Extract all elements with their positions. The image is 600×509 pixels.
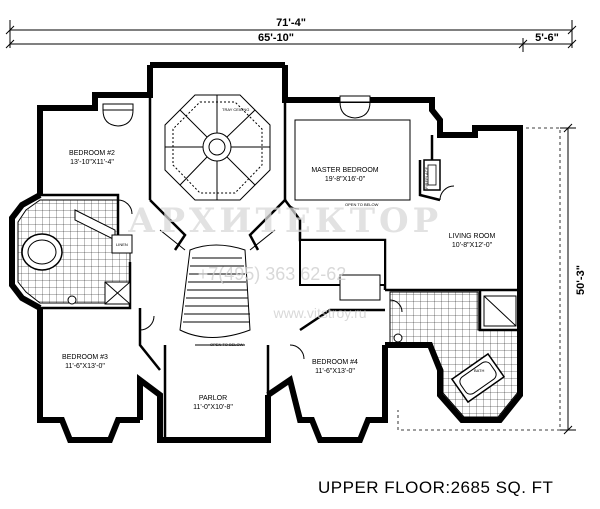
main-width-label: 65'-10" [258, 32, 294, 44]
left-bathroom [17, 199, 133, 305]
open-to-below-right-label: OPEN TO BELOW [345, 202, 379, 207]
overall-width-label: 71'-4" [276, 17, 306, 29]
floor-area: 2685 SQ. FT [450, 478, 554, 497]
master-size: 19'-8"X16'-0" [325, 176, 366, 183]
bedroom4-name: BEDROOM #4 [312, 359, 358, 366]
bedroom3-name: BEDROOM #3 [62, 354, 108, 361]
master-tray [294, 119, 411, 201]
living-name: LIVING ROOM [449, 233, 496, 240]
side-width-label: 5'-6" [535, 32, 559, 44]
master-name: MASTER BEDROOM [311, 167, 378, 174]
right-bathroom [389, 291, 519, 418]
fireplace [423, 159, 441, 191]
tray-ceiling-pattern [164, 94, 271, 201]
living-size: 10'-8"X12'-0" [452, 242, 493, 249]
parlor-size: 11'-0"X10'-8" [193, 404, 233, 411]
fireplace-label: FIREPLACE [424, 166, 429, 189]
staircase [149, 199, 286, 346]
windows [102, 95, 371, 127]
watermark: АРХИТЕКТОР +7(495) 363 62-62 www.vitstro… [128, 201, 442, 321]
floor-area-caption: UPPER FLOOR:2685 SQ. FT [318, 478, 553, 498]
parlor-name: PARLOR [199, 395, 227, 402]
bedroom2-size: 13'-10"X11'-4" [70, 159, 114, 166]
open-to-below-left-label: OPEN TO BELOW [210, 342, 244, 347]
floor-label: UPPER FLOOR: [318, 478, 451, 497]
bedroom4-size: 11'-6"X13'-0" [315, 368, 355, 375]
bath-label: BATH [474, 368, 484, 373]
linen-label: LINEN [116, 242, 128, 247]
bedroom2-name: BEDROOM #2 [69, 150, 115, 157]
depth-label: 50'-3" [575, 265, 587, 295]
lower-floor-outline [397, 127, 561, 431]
watermark-site: www.vitstroy.ru [272, 305, 366, 321]
watermark-logo: АРХИТЕКТОР [128, 201, 442, 241]
tray-ceiling-label: TRAY CEILING [222, 107, 249, 112]
dimension-lines [5, 20, 577, 435]
room-labels: BEDROOM #2 13'-10"X11'-4" MASTER BEDROOM… [62, 150, 495, 411]
door-swings [117, 185, 455, 360]
watermark-phone: +7(495) 363 62-62 [198, 264, 347, 284]
bedroom3-size: 11'-6"X13'-0" [65, 363, 105, 370]
closet [339, 274, 381, 301]
